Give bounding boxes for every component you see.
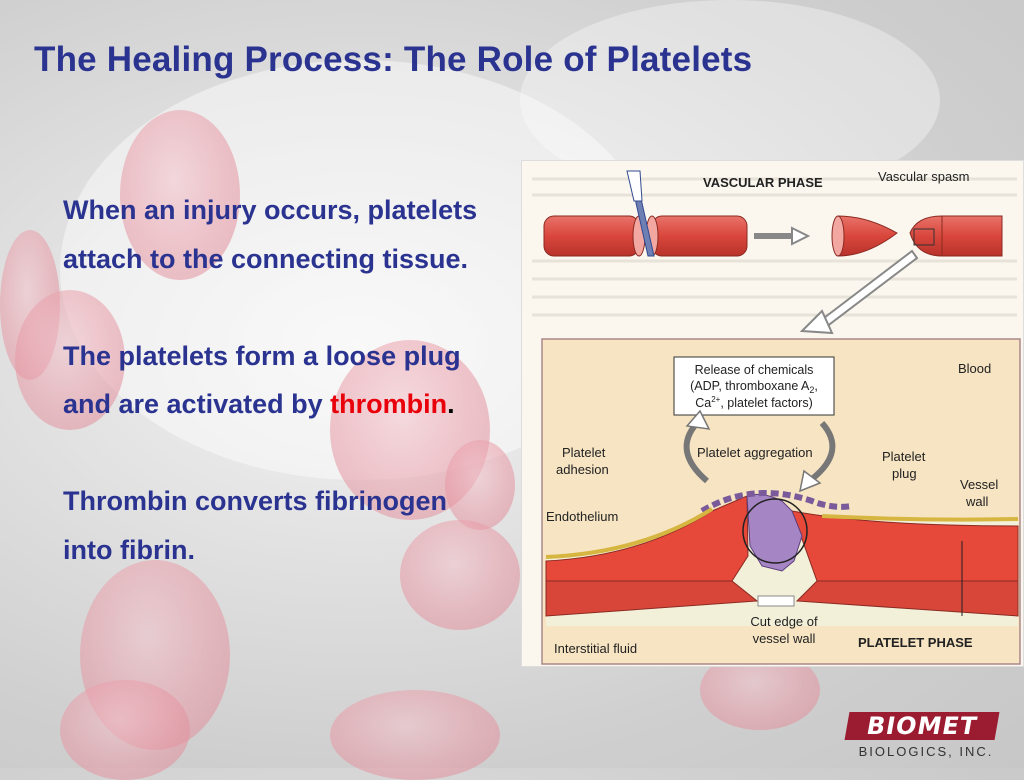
platelet-adhesion-label-1: Platelet	[562, 445, 606, 460]
chemicals-line3: Ca2+, platelet factors)	[695, 395, 813, 410]
cut-edge-label-2: vessel wall	[753, 631, 816, 646]
interstitial-fluid-label: Interstitial fluid	[554, 641, 637, 656]
paragraph-plug-text: The platelets form a loose plug and are …	[63, 340, 461, 420]
vascular-spasm-label: Vascular spasm	[878, 169, 970, 184]
endothelium-label: Endothelium	[546, 509, 618, 524]
slide-title: The Healing Process: The Role of Platele…	[34, 40, 753, 79]
platelet-plug-label-2: plug	[892, 466, 917, 481]
background-blood-cell	[400, 520, 520, 630]
paragraph-platelet-plug: The platelets form a loose plug and are …	[63, 332, 503, 429]
paragraph-injury: When an injury occurs, platelets attach …	[63, 195, 478, 274]
logo-subtitle: BIOLOGICS, INC.	[858, 744, 994, 759]
chemicals-line1: Release of chemicals	[695, 363, 814, 377]
chemicals-box	[673, 356, 835, 416]
slide-body: When an injury occurs, platelets attach …	[63, 186, 503, 574]
biomet-logo: BIOMET BIOLOGICS, INC.	[835, 712, 1015, 762]
faint-text-lines	[532, 177, 1017, 317]
arrow-heads	[685, 409, 822, 493]
logo-brand: BIOMET	[844, 712, 1000, 740]
platelet-phase-label: PLATELET PHASE	[858, 635, 973, 650]
vascular-phase-label: VASCULAR PHASE	[703, 175, 823, 190]
background-blood-cell	[120, 110, 240, 280]
thrombin-highlight: thrombin	[330, 389, 448, 419]
background-blood-cell	[445, 440, 515, 530]
platelet-adhesion-label-2: adhesion	[556, 462, 609, 477]
vessel-wall-label-2: wall	[965, 494, 989, 509]
background-blood-cell	[60, 680, 190, 780]
platelet-aggregation-label: Platelet aggregation	[697, 445, 813, 460]
background-blood-cell	[15, 290, 125, 430]
feedback-arrows	[683, 421, 836, 484]
cut-edge-label-1: Cut edge of	[750, 614, 818, 629]
paragraph-period: .	[447, 389, 455, 419]
vessel-wall-label-1: Vessel	[960, 477, 998, 492]
vascular-phase-vessels	[543, 170, 1003, 335]
paragraph-fibrin: Thrombin converts fibrinogen into fibrin…	[63, 486, 448, 565]
platelet-diagram: VASCULAR PHASE Vascular spasm Release of…	[521, 160, 1024, 667]
background-blood-cell	[330, 690, 500, 780]
chemicals-line2: (ADP, thromboxane A2,	[690, 379, 818, 395]
platelet-plug-label-1: Platelet	[882, 449, 926, 464]
vessel-wall-cross-section	[545, 490, 1019, 626]
blood-label: Blood	[958, 361, 991, 376]
